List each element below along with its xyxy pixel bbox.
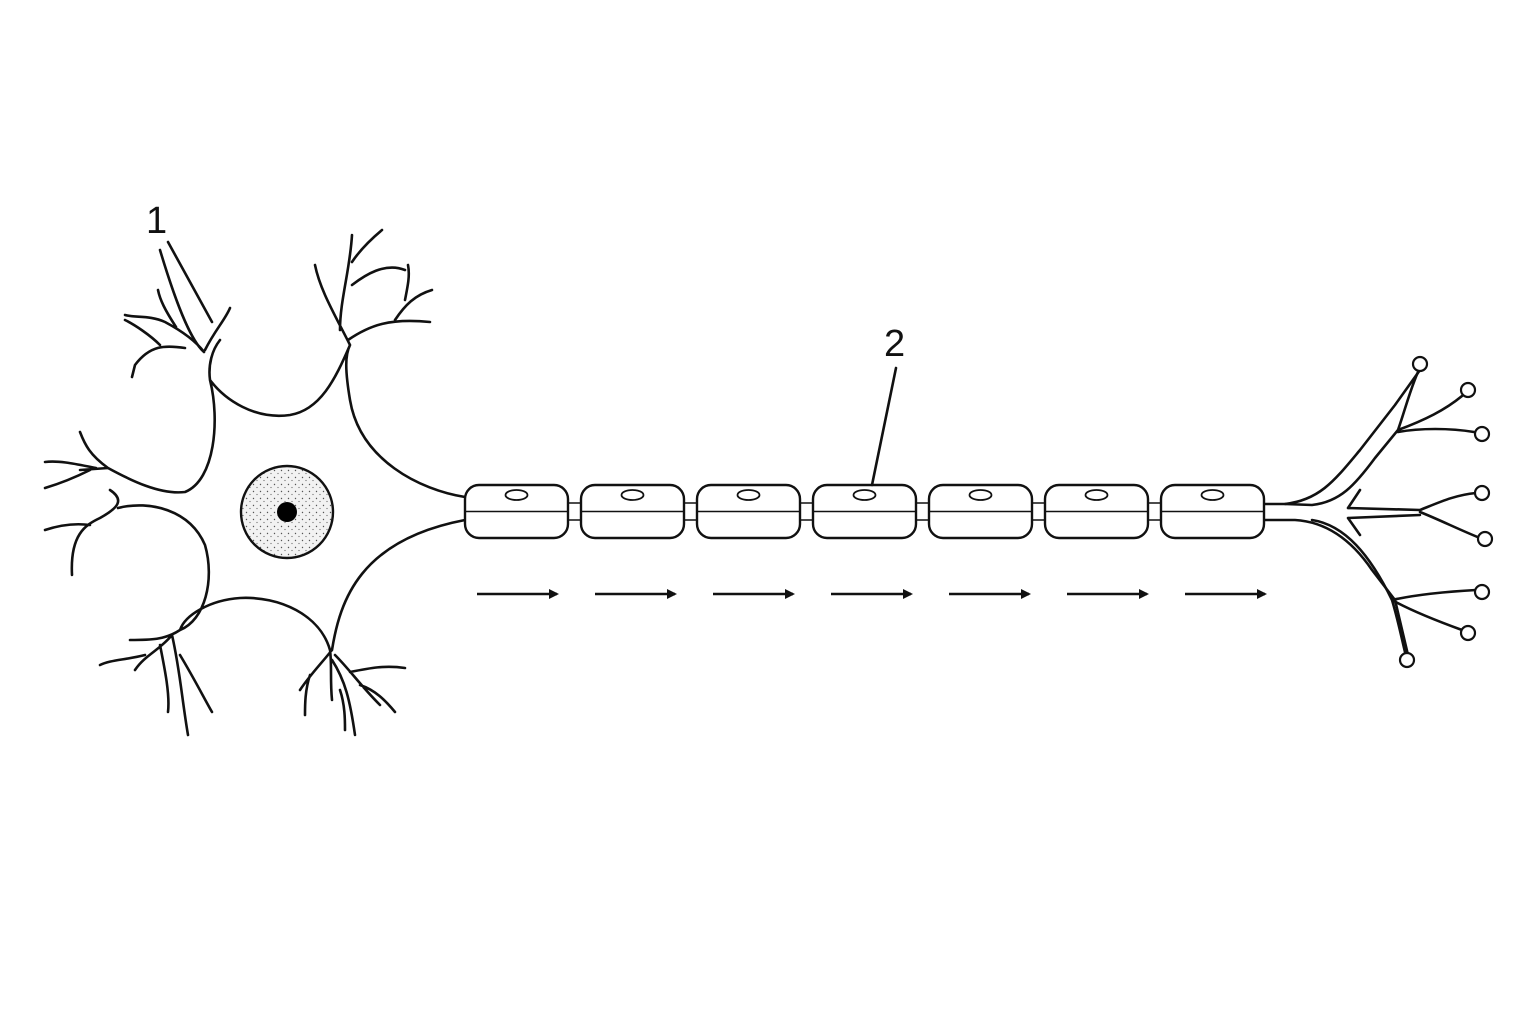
myelin-segment (811, 483, 918, 540)
synaptic-terminal-icon (1476, 530, 1494, 548)
node-of-ranvier (800, 502, 813, 521)
synaptic-terminal-icon (1411, 355, 1429, 373)
myelin-sheath (463, 483, 1266, 540)
schwann-nucleus (736, 489, 761, 501)
myelin-segment (579, 483, 686, 540)
node-of-ranvier (1148, 502, 1161, 521)
myelin-segment (927, 483, 1034, 540)
synaptic-terminal-icon (1473, 484, 1491, 502)
nucleolus (277, 502, 297, 522)
node-of-ranvier (916, 502, 929, 521)
label-1-text: 1 (146, 200, 167, 242)
schwann-nucleus (504, 489, 529, 501)
synaptic-terminal-icon (1459, 381, 1477, 399)
synaptic-terminal-icon (1398, 651, 1416, 669)
synaptic-terminal-icon (1459, 624, 1477, 642)
schwann-nucleus (852, 489, 877, 501)
label-2-text: 2 (884, 323, 905, 365)
schwann-nucleus (1084, 489, 1109, 501)
schwann-nucleus (1200, 489, 1225, 501)
node-of-ranvier (568, 502, 581, 521)
synaptic-terminal-icon (1473, 583, 1491, 601)
label-1: 1 (146, 200, 214, 324)
myelin-segment (1043, 483, 1150, 540)
cell-body (43, 228, 467, 737)
node-of-ranvier (684, 502, 697, 521)
nucleus (239, 464, 335, 560)
schwann-nucleus (968, 489, 993, 501)
schwann-nucleus (620, 489, 645, 501)
synaptic-terminal-icon (1473, 425, 1491, 443)
label-2: 2 (870, 323, 905, 487)
myelin-segment (463, 483, 570, 540)
axon-terminals (1283, 355, 1494, 669)
node-of-ranvier (1032, 502, 1045, 521)
myelin-segment (695, 483, 802, 540)
myelin-segment (1159, 483, 1266, 540)
